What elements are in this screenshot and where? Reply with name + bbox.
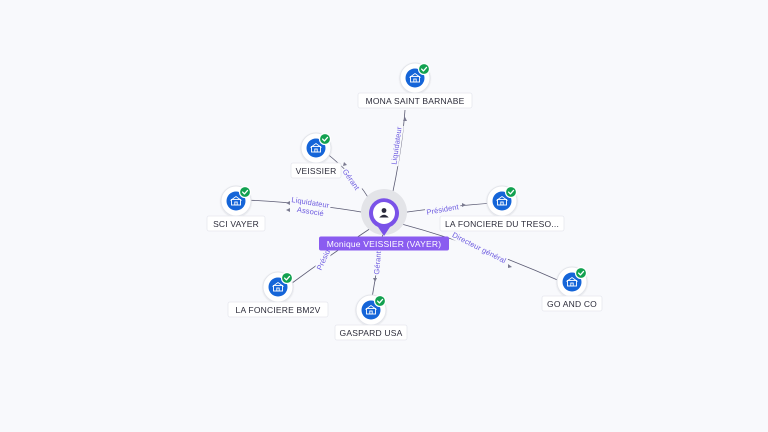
building-icon xyxy=(496,195,508,206)
edge-arrow xyxy=(343,162,347,166)
person-label[interactable]: Monique VEISSIER (VAYER) xyxy=(319,236,449,251)
company-name: MONA SAINT BARNABE xyxy=(366,96,465,106)
building-icon xyxy=(310,142,322,153)
edge-label-gaspard-usa: Gérant xyxy=(372,250,383,275)
building-icon xyxy=(365,304,377,315)
company-node-gaspard-usa[interactable] xyxy=(355,294,387,326)
edge-arrow xyxy=(508,264,512,268)
building-icon xyxy=(409,72,421,83)
company-label-veissier[interactable]: VEISSIER xyxy=(290,162,342,179)
company-node-la-fonciere-bm2v[interactable] xyxy=(262,271,294,303)
company-label-la-fonciere-bm2v[interactable]: LA FONCIERE BM2V xyxy=(227,301,329,318)
company-node-go-and-co[interactable] xyxy=(556,266,588,298)
company-label-la-fonciere-du-treso[interactable]: LA FONCIERE DU TRESO... xyxy=(439,215,565,232)
company-name: GASPARD USA xyxy=(340,328,403,338)
edge-label-mona: Liquidateur xyxy=(389,126,403,165)
person-name: Monique VEISSIER (VAYER) xyxy=(327,239,442,249)
person-icon xyxy=(379,208,389,218)
company-node-sci-vayer[interactable] xyxy=(220,185,252,217)
edge-label-fonciere-treso: Président xyxy=(426,202,460,217)
building-icon xyxy=(230,195,242,206)
company-name: LA FONCIERE BM2V xyxy=(236,305,321,315)
check-icon xyxy=(504,185,518,199)
edge-arrow xyxy=(286,201,290,205)
company-name: SCI VAYER xyxy=(213,219,259,229)
company-label-gaspard-usa[interactable]: GASPARD USA xyxy=(334,324,408,341)
edge-label-go-and-co: Directeur général xyxy=(451,230,508,265)
edge-mona-saint-barnabe[interactable] xyxy=(391,109,406,197)
edge-label-background xyxy=(449,229,509,266)
edge-label-background xyxy=(424,201,462,217)
edge-label-background xyxy=(289,194,332,211)
company-name: GO AND CO xyxy=(547,299,597,309)
edge-label-background xyxy=(389,124,404,167)
company-name: LA FONCIERE DU TRESO... xyxy=(445,219,559,229)
edge-arrow xyxy=(373,278,377,282)
company-node-veissier[interactable] xyxy=(300,132,332,164)
company-node-la-fonciere-du-treso[interactable] xyxy=(486,185,518,217)
company-label-go-and-co[interactable]: GO AND CO xyxy=(541,295,603,312)
company-name: VEISSIER xyxy=(296,166,337,176)
company-node-mona-saint-barnabe[interactable] xyxy=(399,62,431,94)
edge-arrow xyxy=(286,208,290,212)
edge-label-background xyxy=(340,166,363,194)
company-label-mona-saint-barnabe[interactable]: MONA SAINT BARNABE xyxy=(357,92,473,109)
company-label-sci-vayer[interactable]: SCI VAYER xyxy=(206,215,266,232)
check-icon xyxy=(574,266,588,280)
check-icon xyxy=(417,62,431,76)
check-icon xyxy=(373,294,387,308)
building-icon xyxy=(566,276,578,287)
edge-label-sci-vayer-2: Associé xyxy=(296,205,324,218)
check-icon xyxy=(318,132,332,146)
building-icon xyxy=(272,281,284,292)
center-person[interactable]: Monique VEISSIER (VAYER) xyxy=(319,189,449,251)
edge-arrow xyxy=(403,117,407,121)
edge-arrow xyxy=(462,203,466,207)
edge-label-background xyxy=(295,204,326,219)
person-node-ring xyxy=(373,202,395,224)
check-icon xyxy=(238,185,252,199)
edge-label-background xyxy=(371,248,384,276)
company-nodes: MONA SAINT BARNABE VEISSIER xyxy=(206,62,603,341)
check-icon xyxy=(280,271,294,285)
